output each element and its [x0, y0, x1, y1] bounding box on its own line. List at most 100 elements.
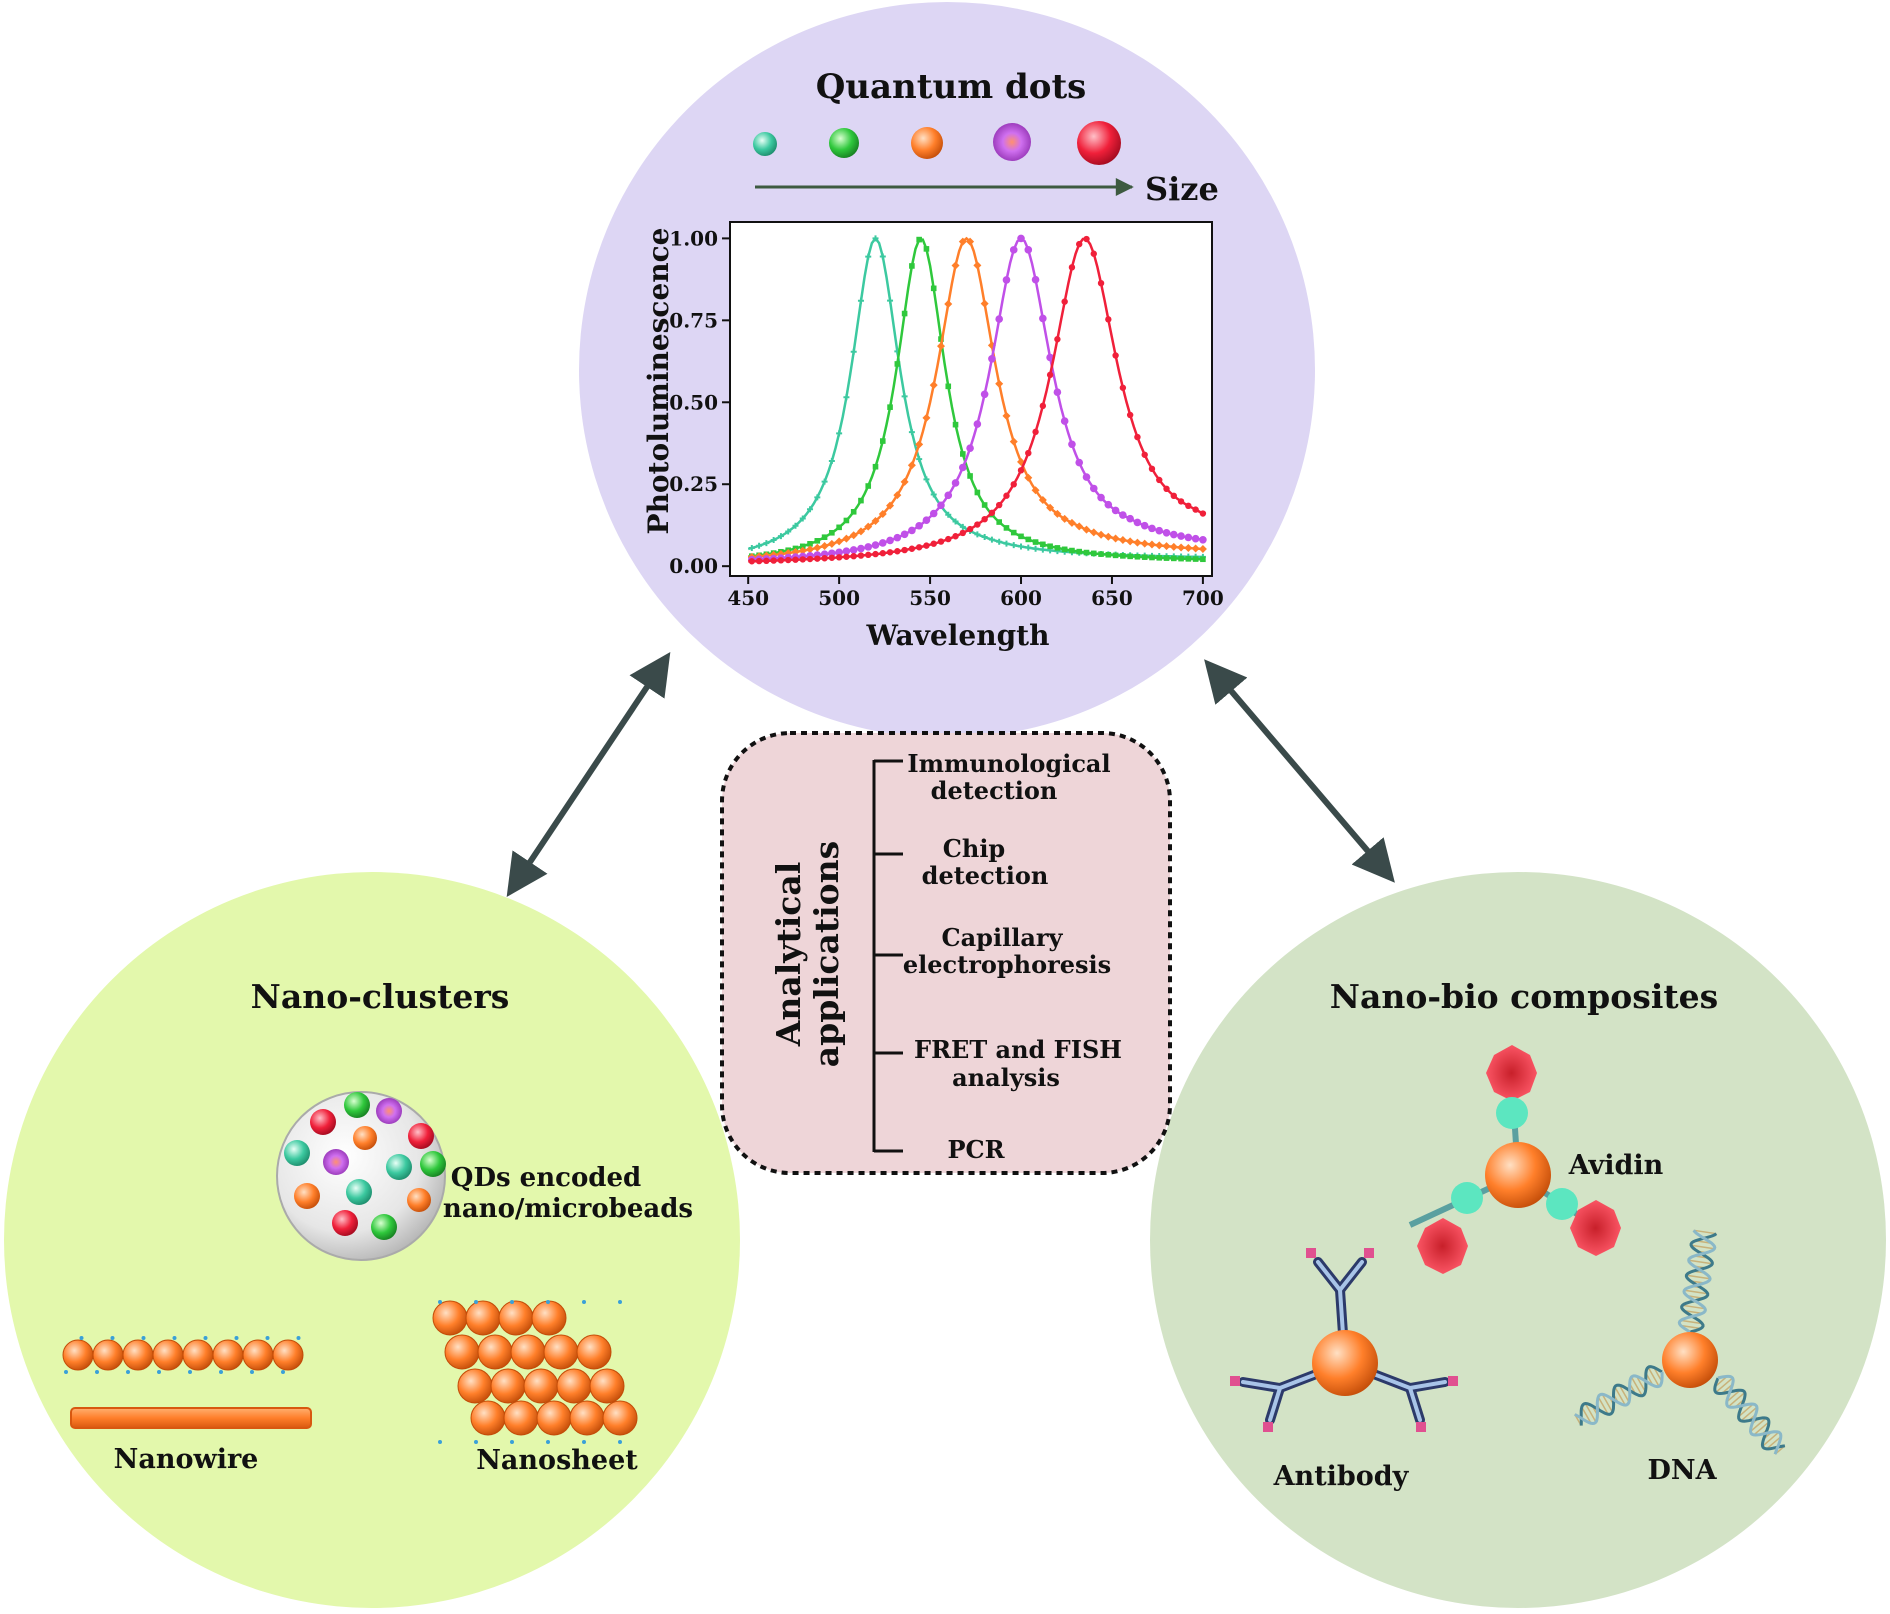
series-point [908, 545, 916, 552]
series-point [879, 550, 886, 557]
series-point [821, 478, 828, 485]
series-point [952, 421, 959, 428]
series-point [756, 542, 763, 549]
series-point [893, 533, 902, 542]
nanowire-bead [272, 1339, 304, 1371]
nano-bio-circle [1150, 872, 1886, 1608]
series-point [828, 554, 836, 561]
series-point [1120, 553, 1126, 559]
series-point [959, 529, 967, 537]
series-point [1177, 498, 1185, 505]
nanowire-bead-chain [62, 1336, 304, 1374]
series-point [1003, 540, 1010, 547]
series-point [872, 463, 879, 470]
series-point [1104, 500, 1113, 509]
ligand-dot [281, 1370, 285, 1374]
arrow-qd-clusters [506, 652, 671, 897]
dna-base-pair [1714, 1375, 1728, 1388]
series-point [907, 461, 916, 470]
series-point [1105, 316, 1112, 323]
series-point [798, 546, 807, 555]
series-point [1068, 264, 1076, 271]
series-point [835, 537, 844, 546]
ligand-dot [438, 1440, 442, 1444]
series-point [915, 544, 923, 551]
series-point [923, 246, 930, 252]
series-point [945, 535, 952, 543]
nanowire-bead [182, 1339, 214, 1371]
avidin-composite [1408, 1045, 1621, 1274]
series-point [806, 545, 815, 554]
series-point [930, 285, 937, 292]
series-point [894, 548, 901, 555]
series-point [1149, 554, 1155, 561]
series-point [1171, 555, 1177, 562]
chart-xlabel: Wavelength [866, 619, 1050, 652]
series-point [770, 557, 777, 564]
x-tick-label: 600 [1000, 586, 1042, 610]
series-point [814, 494, 821, 501]
antibody-core [1312, 1330, 1378, 1396]
y-tick-label: 0.75 [669, 308, 718, 332]
avidin-label: Avidin [1568, 1150, 1664, 1181]
dna-base-pair [1693, 1229, 1717, 1235]
applications-bracket [872, 759, 903, 1153]
series-point [937, 501, 945, 510]
series-point [821, 534, 828, 541]
series-point [878, 510, 887, 519]
series-point [785, 556, 792, 564]
series-point [835, 548, 843, 557]
series-point [1133, 518, 1142, 527]
y-tick-label: 0.00 [669, 554, 718, 578]
nanosheet-bead [543, 1334, 579, 1370]
series-point [1002, 276, 1011, 284]
series-point [1089, 484, 1098, 493]
series-point [952, 533, 959, 540]
series-point [1126, 514, 1134, 523]
series-point [1118, 536, 1127, 545]
series-point [1060, 417, 1069, 425]
series-point [894, 361, 901, 367]
app-item-5-line1: PCR [947, 1135, 1005, 1164]
series-point [1184, 533, 1193, 542]
applications-heading-line1: Analytical [769, 862, 808, 1047]
series-point [1082, 473, 1091, 481]
series-point [1119, 511, 1127, 519]
ligand-dot [141, 1336, 146, 1340]
series-point [1127, 553, 1133, 560]
series-point [1039, 314, 1047, 323]
series-point [763, 540, 770, 547]
dna-base-pair [1766, 1436, 1782, 1450]
series-point [856, 527, 865, 536]
series-point [814, 538, 821, 544]
series-point [936, 342, 945, 351]
ligand-dot [157, 1370, 161, 1374]
series-point [1047, 543, 1053, 550]
series-point [1112, 352, 1119, 359]
nanowire-bead [242, 1339, 274, 1371]
series-point [843, 517, 850, 524]
series-point [1097, 279, 1105, 287]
series-point [842, 534, 851, 543]
series-point [1003, 492, 1010, 499]
applications-list: Immunological detection Chip detection C… [903, 749, 1122, 1164]
nano-clusters-title: Nano-clusters [251, 977, 510, 1016]
app-item-3-line2: electrophoresis [903, 950, 1111, 979]
series-point [1053, 509, 1062, 518]
series-point [1162, 542, 1171, 551]
quantum-dots-title: Quantum dots [816, 67, 1087, 107]
series-point [930, 491, 937, 498]
series-point [923, 542, 930, 549]
size-label: Size [1145, 170, 1219, 208]
series-point [878, 539, 887, 547]
series-point [995, 379, 1004, 388]
series-point [908, 429, 915, 436]
series-point [900, 477, 909, 486]
nanosheet-bead [576, 1334, 612, 1370]
nanowire-label: Nanowire [114, 1444, 259, 1475]
series-point [1126, 411, 1134, 419]
series-point [1112, 552, 1119, 559]
series-point [1192, 506, 1199, 513]
dna-base-pair [1683, 1309, 1703, 1315]
series-point [1067, 518, 1076, 527]
